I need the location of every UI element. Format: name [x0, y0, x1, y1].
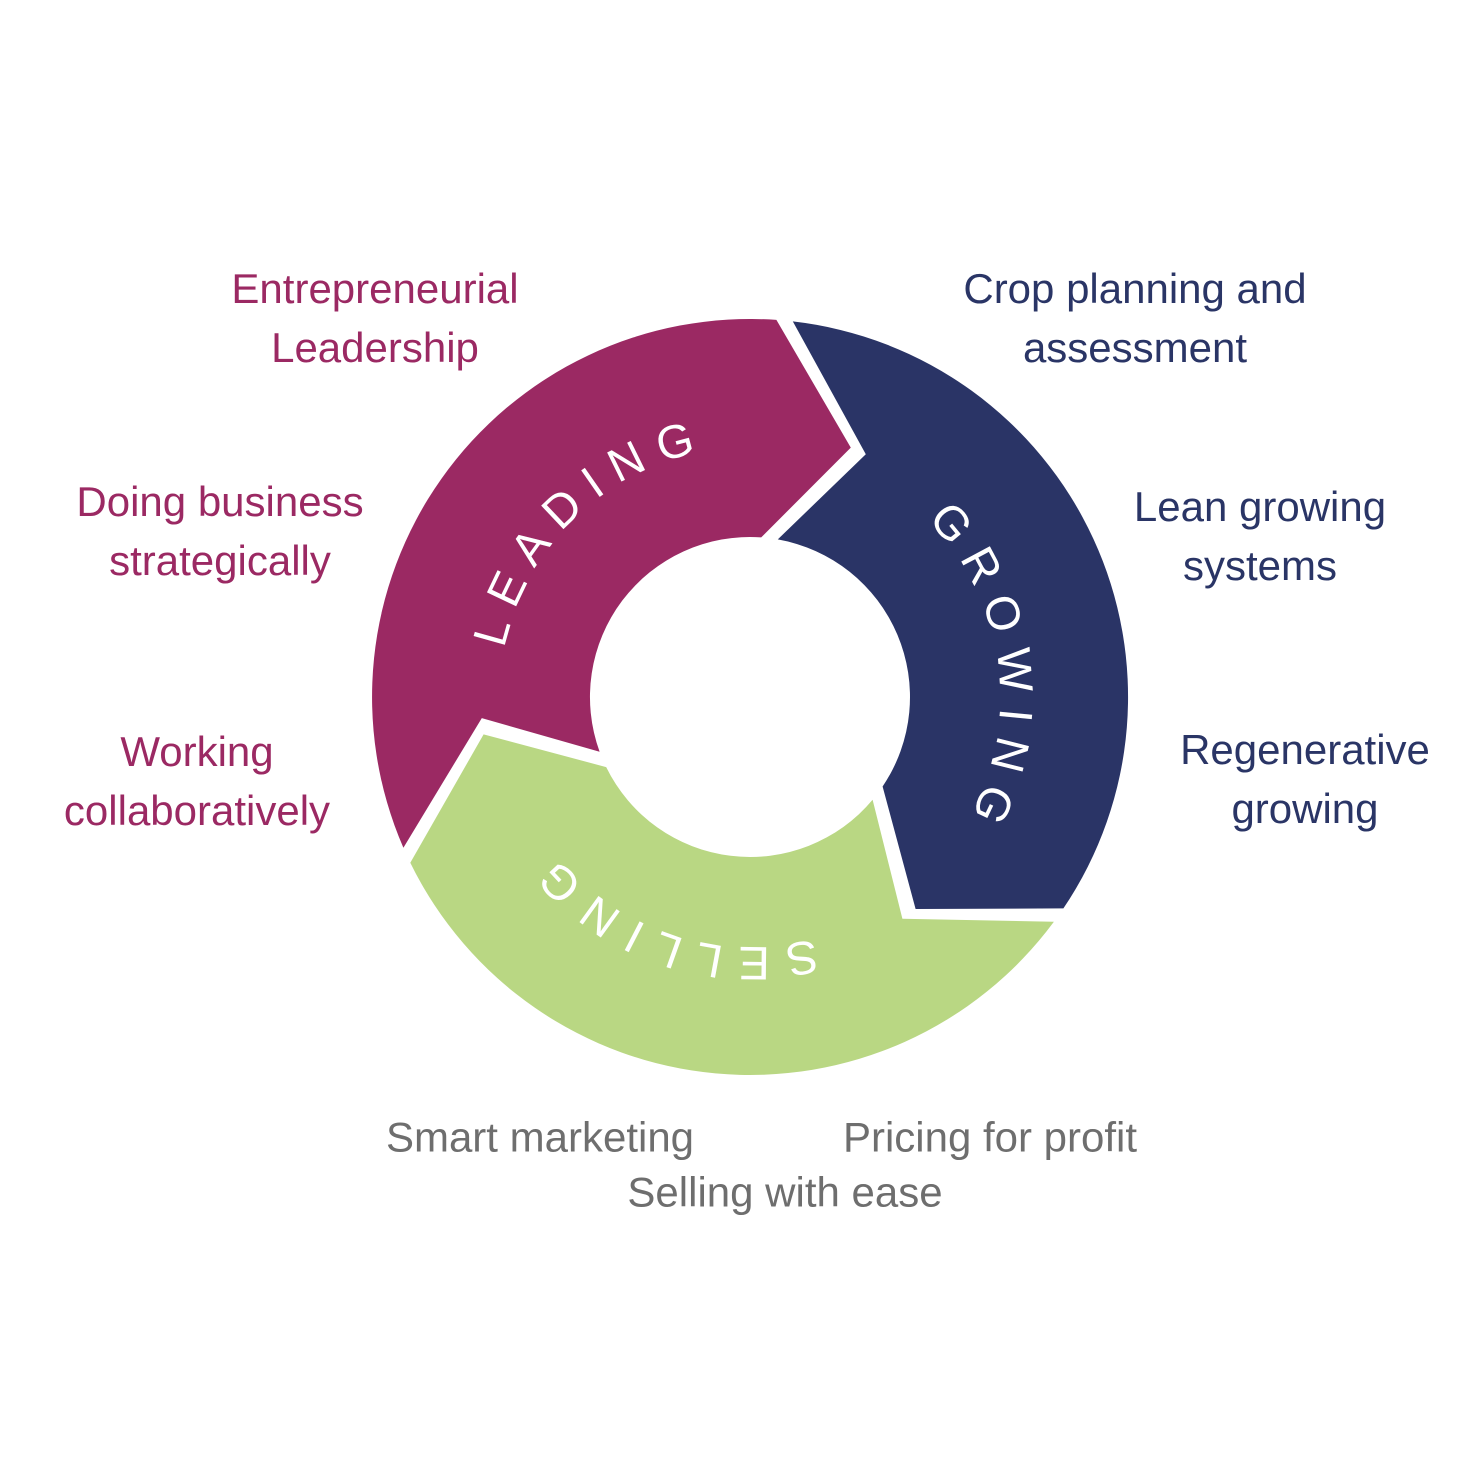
- callout-lean-growing-systems: Lean growing systems: [1134, 477, 1386, 595]
- callout-doing-business-strategically: Doing business strategically: [76, 472, 363, 590]
- callout-line: strategically: [109, 537, 331, 584]
- callout-line: Entrepreneurial: [231, 265, 519, 312]
- callout-entrepreneurial-leadership: Entrepreneurial Leadership: [231, 259, 518, 377]
- callout-crop-planning-assessment: Crop planning and assessment: [963, 259, 1306, 377]
- callout-smart-marketing: Smart marketing: [386, 1108, 694, 1167]
- callout-line: Lean growing: [1133, 483, 1387, 530]
- segment-selling-arrow: [410, 734, 1054, 1075]
- callout-line: Regenerative: [1180, 726, 1430, 773]
- callout-line: Working: [120, 728, 274, 775]
- callout-line: Selling with ease: [627, 1168, 943, 1216]
- callout-pricing-for-profit: Pricing for profit: [843, 1108, 1137, 1167]
- callout-line: Doing business: [76, 478, 364, 525]
- callout-line: collaboratively: [63, 787, 331, 834]
- callout-regenerative-growing: Regenerative growing: [1180, 720, 1430, 838]
- callout-line: growing: [1231, 785, 1379, 832]
- segment-leading-arrow: [372, 318, 851, 848]
- callout-line: Leadership: [271, 324, 479, 371]
- callout-line: Crop planning and: [963, 265, 1307, 312]
- callout-line: Pricing for profit: [842, 1113, 1138, 1161]
- callout-line: systems: [1182, 542, 1337, 589]
- callout-line: assessment: [1022, 324, 1248, 371]
- callout-selling-with-ease: Selling with ease: [627, 1163, 942, 1222]
- callout-line: Smart marketing: [385, 1113, 695, 1161]
- callout-working-collaboratively: Working collaboratively: [64, 722, 330, 840]
- segment-growing-arrow: [777, 321, 1129, 909]
